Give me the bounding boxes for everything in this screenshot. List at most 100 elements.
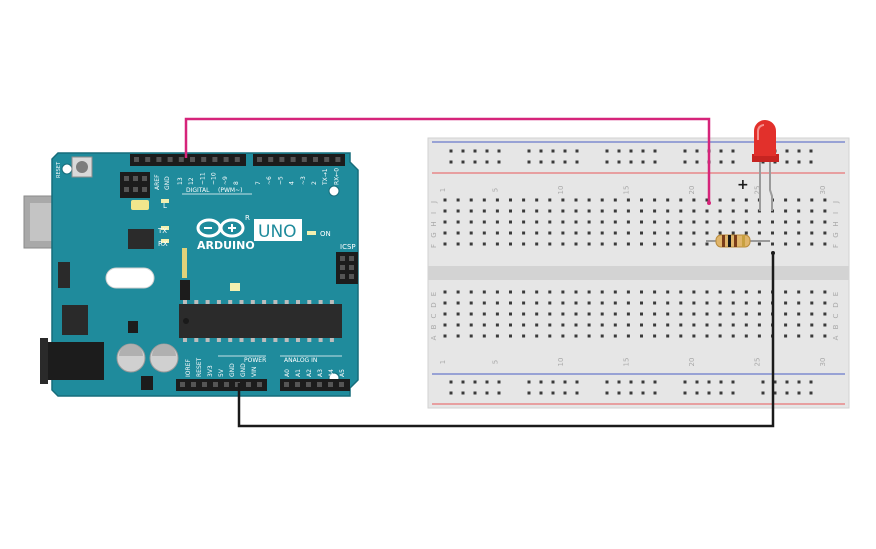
resistor [706,234,770,248]
icsp-pins [340,256,354,279]
breadboard-hole [705,290,709,294]
breadboard-hole [744,312,748,316]
breadboard-hole [574,323,578,327]
registered-mark: R [245,214,250,222]
small-component [128,321,138,333]
breadboard-hole [522,209,526,213]
breadboard-hole [784,231,788,235]
icsp2-header [120,172,150,198]
chip-pin [296,300,300,304]
breadboard-hole [495,301,499,305]
breadboard-hole [613,301,617,305]
rail-hole [449,391,453,395]
breadboard-hole [718,220,722,224]
rail-hole [785,149,789,153]
breadboard-hole [561,198,565,202]
signal-wire-end [707,201,711,205]
rail-hole [575,391,579,395]
chip-pin [228,338,233,342]
led-rim [752,154,779,162]
icsp-label: ICSP [340,243,356,251]
power-pin-label: 5V [218,368,225,377]
breadboard-hole [718,334,722,338]
rail-hole [773,380,777,384]
header-pin [167,157,173,162]
header-pin [156,157,162,162]
breadboard-hole [443,334,447,338]
breadboard-hole [731,312,735,316]
chip-pin [239,300,244,304]
capacitor-top [152,344,176,356]
power-label: POWER [244,357,266,364]
breadboard-hole [535,209,539,213]
led-on [307,231,316,235]
rail-hole [653,149,657,153]
usb-chip [128,229,154,249]
breadboard-row-letter: E [430,292,438,296]
breadboard-hole [810,198,814,202]
header-pin [212,157,218,162]
breadboard-hole [744,198,748,202]
rail-hole [539,149,543,153]
breadboard-hole [626,312,630,316]
breadboard-hole [509,242,512,246]
icsp2-pins [124,176,147,192]
breadboard-hole [626,209,630,213]
digital-header-pins [134,157,341,162]
rail-hole [719,391,723,395]
breadboard-hole [574,209,578,213]
breadboard-hole [561,231,565,235]
breadboard-column-number: 5 [491,188,499,192]
breadboard-hole [744,323,748,327]
breadboard-row-letter: A [832,335,840,340]
header-pin [290,157,296,162]
analog-label: ANALOG IN [284,357,317,364]
breadboard-hole [613,231,617,235]
breadboard-hole [771,220,774,224]
breadboard-hole [456,301,460,305]
breadboard-hole [810,231,814,235]
analog-pin-label: A5 [339,369,346,377]
rail-hole [605,149,609,153]
voltage-regulator [62,305,88,335]
rail-hole [797,160,801,164]
breadboard-hole [666,209,670,213]
breadboard-hole [600,209,604,213]
breadboard-hole [757,242,761,246]
breadboard-hole [482,301,486,305]
reset-button-cap[interactable] [76,161,88,173]
breadboard-row-letter: H [430,221,438,226]
breadboard-hole [548,198,552,202]
chip-pin [194,338,199,342]
chip-pin [183,338,187,342]
rail-hole [551,160,555,164]
breadboard-hole [535,231,539,235]
breadboard-hole [653,231,657,235]
breadboard-hole [757,290,761,294]
led-l [161,199,169,203]
breadboard-hole [705,220,709,224]
breadboard-hole [535,242,539,246]
digital-pin-label: 7 [255,181,262,185]
digital-pin-label: 2 [311,181,318,185]
breadboard-hole [626,231,630,235]
breadboard-row-letter: G [832,232,840,237]
breadboard-hole [561,301,565,305]
rail-hole [563,149,567,153]
breadboard-hole [705,334,709,338]
rail-hole [719,160,723,164]
digital-pin-label: RX←0 [333,168,340,185]
breadboard-hole [653,220,657,224]
chip-pin [273,338,278,342]
header-pin [142,187,147,192]
breadboard-hole [679,290,683,294]
breadboard-hole [482,231,486,235]
rail-hole [695,160,699,164]
breadboard-hole [679,231,683,235]
rail-hole [683,391,687,395]
breadboard-hole [784,242,788,246]
resistor-band [722,235,725,247]
breadboard-hole [600,334,604,338]
